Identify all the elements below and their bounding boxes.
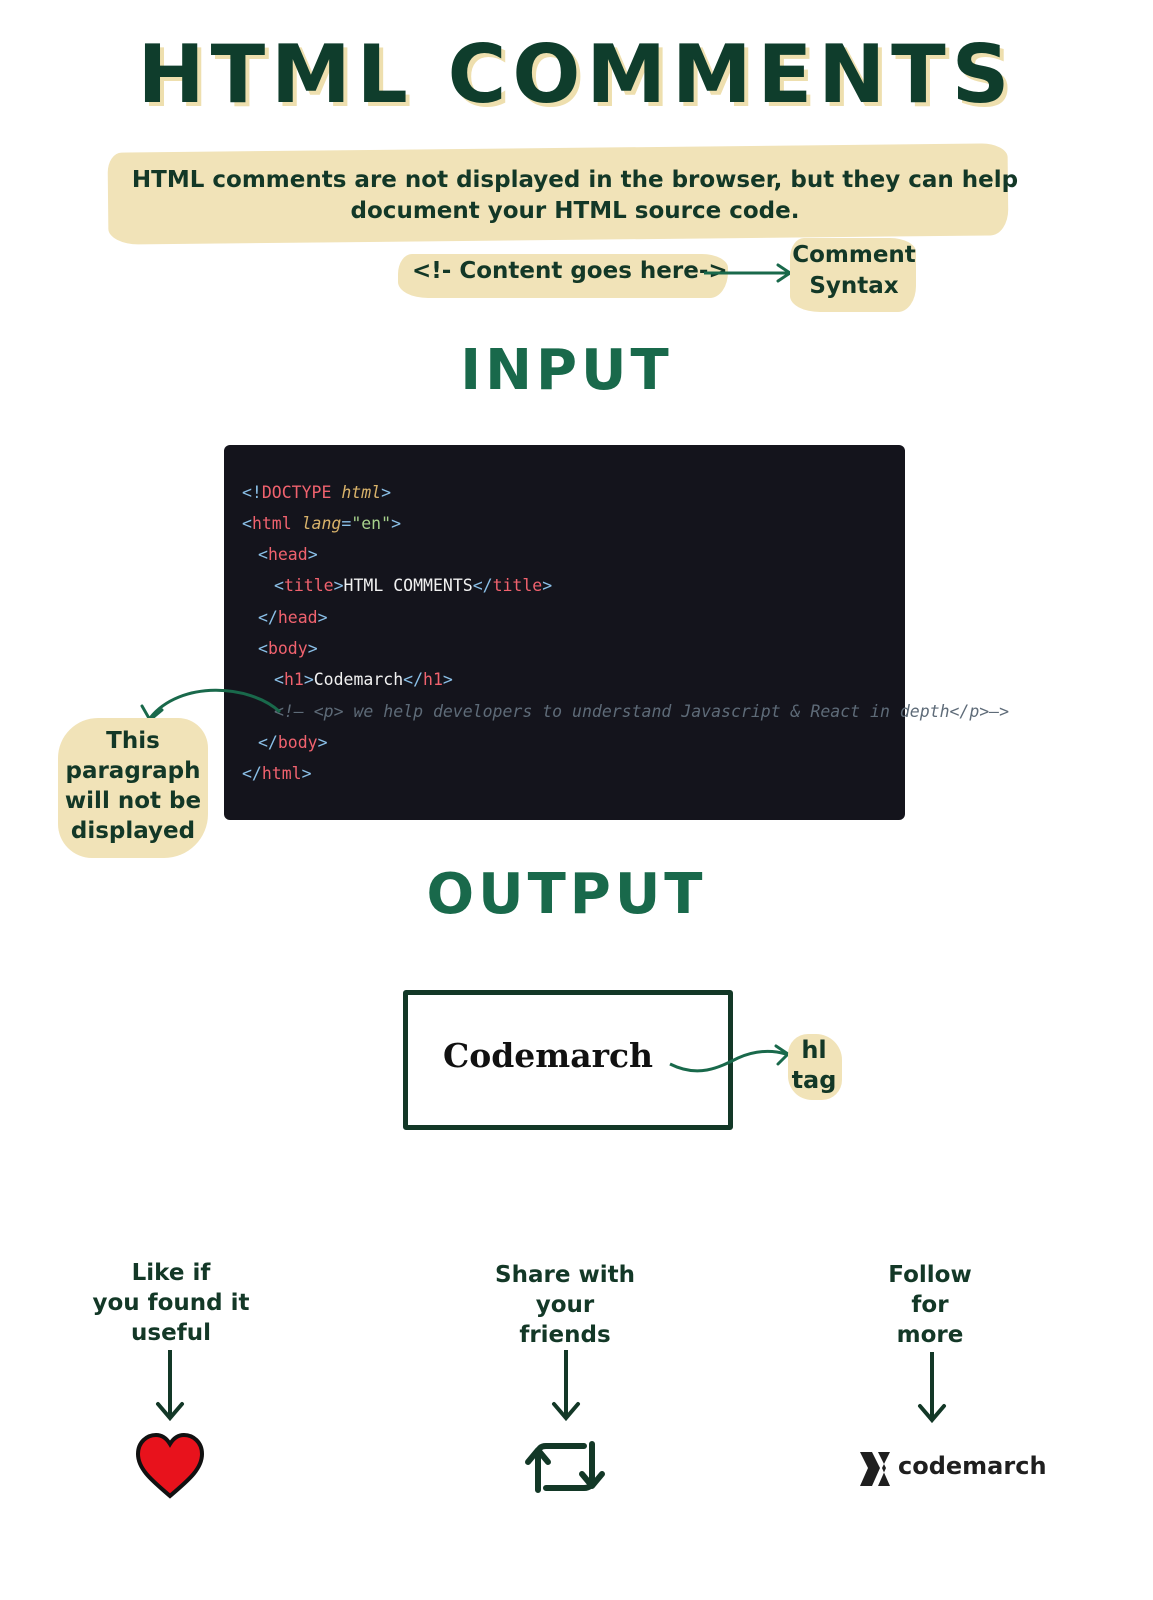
share-label: Share with your friends [480, 1260, 650, 1350]
code-line-comment: <!— <p> we help developers to understand… [274, 702, 1010, 721]
comment-syntax-line-1: Comment [792, 242, 916, 268]
comment-syntax-highlight [790, 238, 916, 312]
intro-line-1: HTML comments are not displayed in the b… [131, 167, 1019, 193]
follow-down-arrow-icon [918, 1352, 946, 1424]
intro-text: HTML comments are not displayed in the b… [110, 165, 1040, 227]
code-line-html-open: <html lang="en"> [242, 514, 401, 533]
like-line-2: you found it [92, 1290, 250, 1316]
output-preview-box [403, 990, 733, 1130]
like-label: Like if you found it useful [86, 1258, 256, 1348]
code-line-doctype: <!DOCTYPE html> [242, 483, 392, 502]
input-heading: INPUT [460, 338, 673, 403]
syntax-arrow-icon [704, 263, 793, 283]
syntax-highlight [398, 254, 728, 298]
heart-icon[interactable] [134, 1432, 206, 1500]
codemarch-logo-icon[interactable] [852, 1448, 894, 1490]
code-line-h1: <h1>Codemarch</h1> [274, 670, 453, 689]
syntax-example: <!- Content goes here-> [412, 258, 728, 284]
repost-icon[interactable] [524, 1436, 606, 1498]
note-line-4: displayed [70, 818, 196, 844]
note-line-3: will not be [64, 788, 202, 814]
paragraph-note: This paragraph will not be displayed [52, 726, 214, 846]
code-line-title: <title>HTML COMMENTS</title> [274, 576, 553, 595]
h1-tag-line-2: tag [791, 1066, 837, 1094]
intro-line-2: document your HTML source code. [350, 198, 800, 224]
share-line-2: your [535, 1292, 595, 1318]
output-h1-text: Codemarch [442, 1036, 654, 1075]
share-line-3: friends [519, 1322, 611, 1348]
note-highlight [58, 718, 208, 858]
code-line-body-close: </body> [258, 733, 328, 752]
note-line-1: This [106, 728, 160, 754]
codemarch-brand[interactable]: codemarch [898, 1452, 1047, 1480]
h1-tag-label: hl tag [784, 1035, 844, 1095]
h1-tag-highlight [788, 1034, 842, 1100]
follow-line-1: Follow [888, 1262, 972, 1288]
follow-line-3: more [896, 1322, 964, 1348]
h1-tag-line-1: hl [801, 1036, 827, 1064]
share-line-1: Share with [495, 1262, 635, 1288]
follow-line-2: for [911, 1292, 949, 1318]
code-line-head-open: <head> [258, 545, 318, 564]
code-line-body-open: <body> [258, 639, 318, 658]
code-panel: <!DOCTYPE html> <html lang="en"> <head> … [224, 445, 1009, 820]
like-line-1: Like if [131, 1260, 211, 1286]
note-line-2: paragraph [65, 758, 201, 784]
comment-syntax-line-2: Syntax [809, 273, 899, 299]
follow-label: Follow for more [850, 1260, 1010, 1350]
share-down-arrow-icon [552, 1350, 580, 1422]
output-heading: OUTPUT [426, 862, 707, 927]
h1-arrow-icon [669, 1044, 791, 1073]
code-line-head-close: </head> [258, 608, 328, 627]
like-down-arrow-icon [156, 1350, 184, 1422]
page-title: HTML COMMENTS [137, 28, 1016, 121]
comment-syntax-label: Comment Syntax [790, 240, 918, 302]
code-line-html-close: </html> [242, 764, 312, 783]
like-line-3: useful [131, 1320, 211, 1346]
